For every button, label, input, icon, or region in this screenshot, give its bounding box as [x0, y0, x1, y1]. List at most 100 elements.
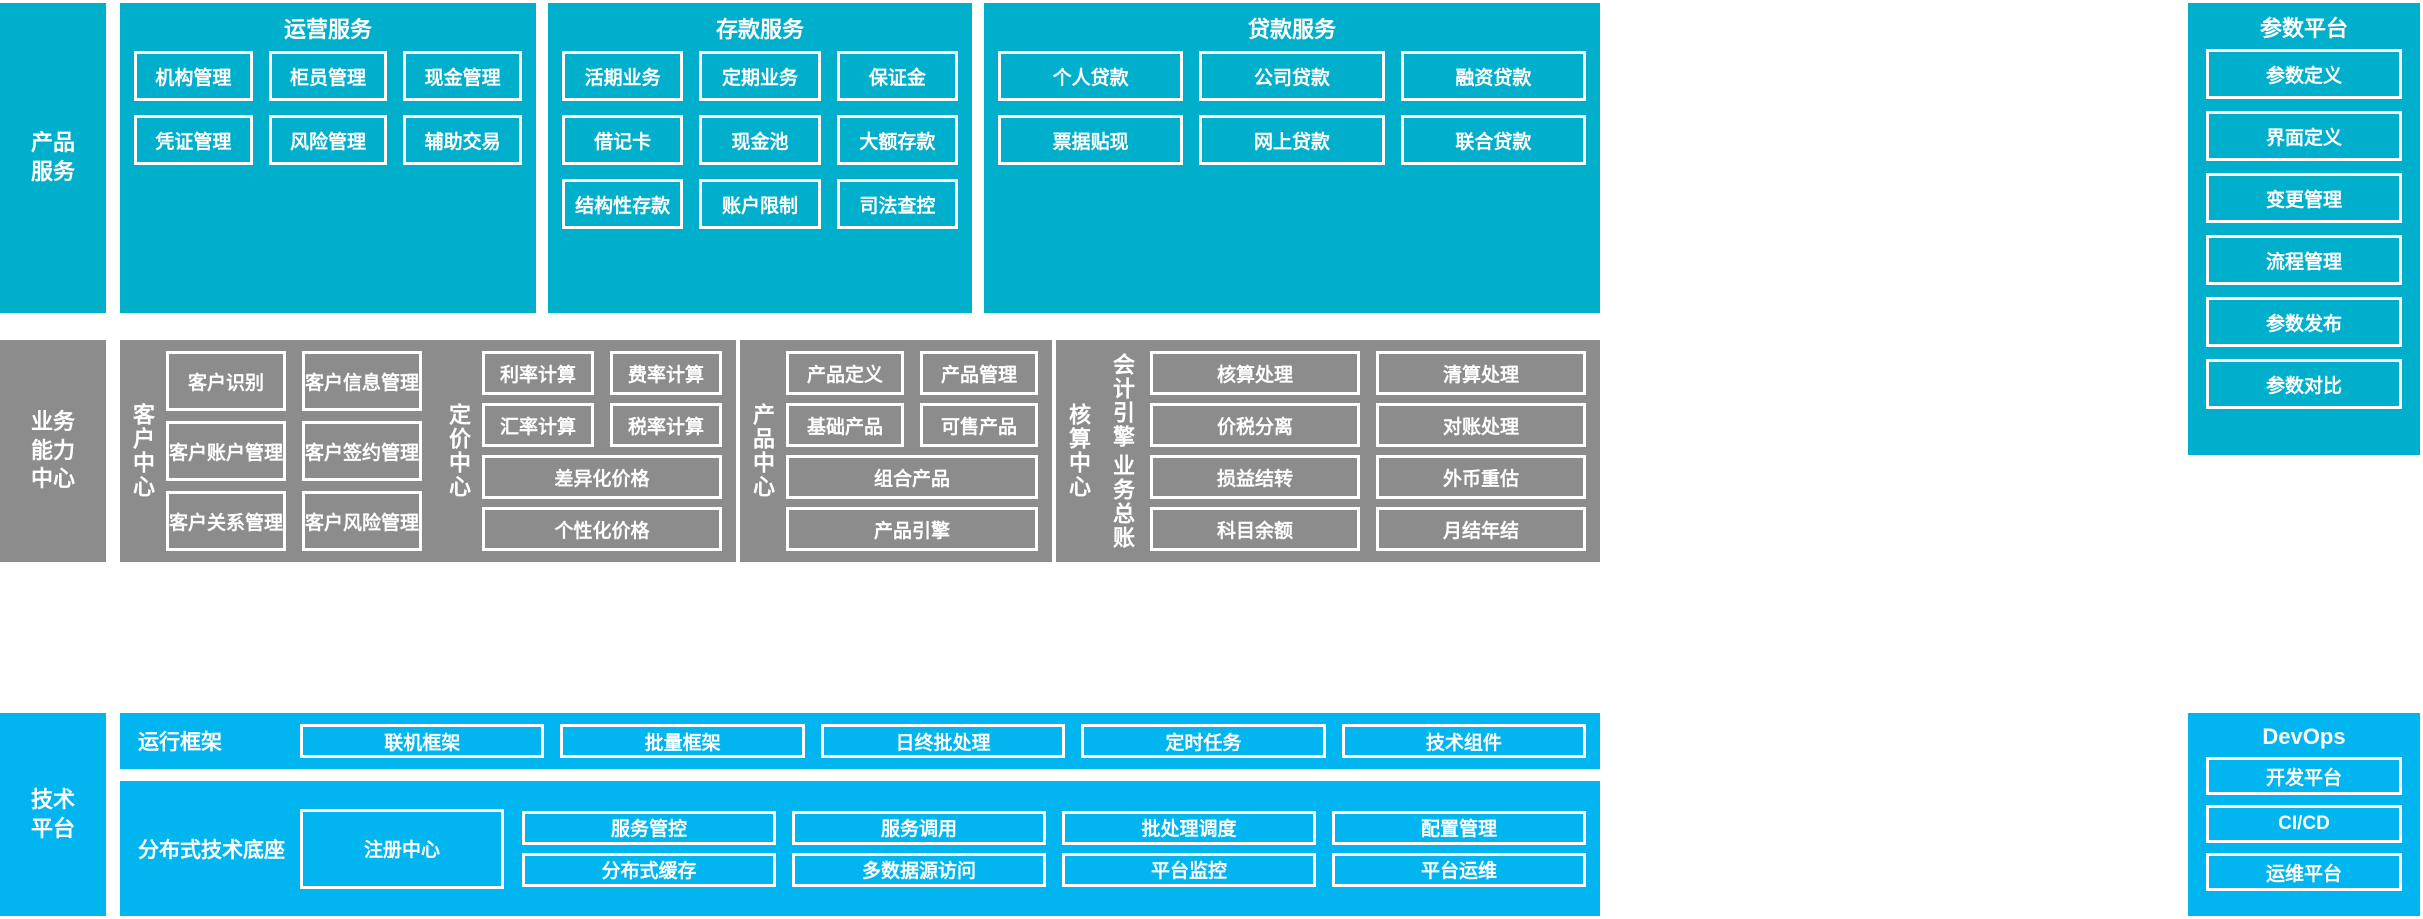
tech-card[interactable]: 技术组件 [1341, 724, 1587, 758]
strip-cells-runtime-framework: 联机框架 批量框架 日终批处理 定时任务 技术组件 [300, 724, 1600, 758]
tech-card[interactable]: 批量框架 [560, 724, 805, 758]
capability-card[interactable]: 费率计算 [610, 351, 722, 395]
band-label-line-2: 服务 [30, 159, 75, 184]
service-card[interactable]: 现金管理 [403, 51, 522, 101]
capability-card[interactable]: 个性化价格 [482, 507, 722, 551]
capability-card[interactable]: 客户签约管理 [302, 421, 423, 481]
tech-card[interactable]: 批处理调度 [1062, 810, 1316, 845]
param-card[interactable]: 变更管理 [2206, 173, 2402, 223]
service-card[interactable]: 结构性存款 [562, 179, 684, 229]
tech-card[interactable]: 服务调用 [792, 810, 1046, 845]
param-card[interactable]: 流程管理 [2206, 235, 2402, 285]
service-card[interactable]: 机构管理 [134, 51, 253, 101]
devops-card[interactable]: 开发平台 [2206, 757, 2402, 795]
service-card[interactable]: 票据贴现 [998, 115, 1184, 165]
param-card[interactable]: 参数对比 [2206, 359, 2402, 409]
service-card[interactable]: 辅助交易 [403, 115, 522, 165]
service-card[interactable]: 大额存款 [836, 115, 958, 165]
capability-card[interactable]: 利率计算 [482, 351, 594, 395]
capability-row: 利率计算 费率计算 [482, 351, 722, 395]
tech-card[interactable]: 日终批处理 [820, 724, 1066, 758]
capability-card[interactable]: 损益结转 [1150, 455, 1360, 499]
service-card[interactable]: 现金池 [699, 115, 821, 165]
capability-card[interactable]: 客户信息管理 [302, 351, 423, 411]
tech-card[interactable]: 服务管控 [522, 810, 776, 845]
param-card[interactable]: 界面定义 [2206, 111, 2402, 161]
service-card[interactable]: 公司贷款 [1199, 51, 1385, 101]
service-card[interactable]: 联合贷款 [1400, 115, 1586, 165]
service-card[interactable]: 司法查控 [836, 179, 958, 229]
service-card[interactable]: 风险管理 [268, 115, 388, 165]
group-operations-services: 运营服务 机构管理 柜员管理 现金管理 凭证管理 风险管理 辅助交易 [120, 3, 536, 313]
capability-card[interactable]: 组合产品 [786, 455, 1038, 499]
band-business-capability: 业务 能力 中心 客户中心 客户识别 客户信息管理 客户账户管理 客户签约管理 … [0, 340, 2423, 562]
tech-card[interactable]: 分布式缓存 [522, 852, 776, 887]
service-card[interactable]: 融资贷款 [1400, 51, 1586, 101]
service-card[interactable]: 定期业务 [699, 51, 821, 101]
service-card[interactable]: 网上贷款 [1199, 115, 1385, 165]
group-inner-pricing-center: 利率计算 费率计算 汇率计算 税率计算 差异化价格 个性化价格 [480, 340, 736, 562]
capability-row: 客户识别 客户信息管理 [166, 351, 423, 411]
devops-card[interactable]: CI/CD [2206, 805, 2402, 843]
capability-card[interactable]: 月结年结 [1376, 507, 1586, 551]
capability-card[interactable]: 对账处理 [1376, 403, 1586, 447]
capability-row: 价税分离 对账处理 [1150, 403, 1586, 447]
band-label-line-2: 平台 [30, 815, 75, 841]
capability-card[interactable]: 基础产品 [786, 403, 904, 447]
panel-title-parameter-platform: 参数平台 [2259, 16, 2348, 41]
service-card[interactable]: 活期业务 [562, 51, 684, 101]
panel-title-devops: DevOps [2262, 724, 2346, 749]
band-label-product-services: 产品 服务 [0, 3, 106, 313]
capability-card[interactable]: 客户账户管理 [166, 421, 287, 481]
group-title-operations-services: 运营服务 [283, 17, 372, 42]
capability-card[interactable]: 外币重估 [1376, 455, 1586, 499]
service-card[interactable]: 个人贷款 [998, 51, 1184, 101]
group-inner-accounting-center: 核算处理 清算处理 价税分离 对账处理 损益结转 外币重估 科目余额 月结年结 [1148, 340, 1600, 562]
tech-card[interactable]: 平台运维 [1332, 852, 1586, 887]
tech-card-register-center[interactable]: 注册中心 [300, 808, 504, 889]
group-product-center: 产品中心 产品定义 产品管理 基础产品 可售产品 组合产品 产品引擎 [740, 340, 1052, 562]
panel-devops: DevOps 开发平台 CI/CD 运维平台 [2188, 713, 2420, 916]
capability-card[interactable]: 客户识别 [166, 351, 287, 411]
capability-card[interactable]: 产品管理 [920, 351, 1038, 395]
devops-card[interactable]: 运维平台 [2206, 853, 2402, 891]
capability-row: 产品引擎 [786, 507, 1038, 551]
tech-card[interactable]: 联机框架 [300, 724, 545, 758]
service-card[interactable]: 保证金 [836, 51, 958, 101]
capability-card[interactable]: 清算处理 [1376, 351, 1586, 395]
param-card[interactable]: 参数定义 [2206, 49, 2402, 99]
capability-card[interactable]: 差异化价格 [482, 455, 722, 499]
capability-card[interactable]: 税率计算 [610, 403, 722, 447]
tech-card[interactable]: 多数据源访问 [792, 852, 1046, 887]
service-card[interactable]: 账户限制 [699, 179, 821, 229]
tech-card[interactable]: 配置管理 [1332, 810, 1586, 845]
service-card[interactable]: 凭证管理 [134, 115, 253, 165]
param-card[interactable]: 参数发布 [2206, 297, 2402, 347]
tech-card[interactable]: 定时任务 [1081, 724, 1326, 758]
group-grid-operations-services: 机构管理 柜员管理 现金管理 凭证管理 风险管理 辅助交易 [120, 51, 536, 165]
capability-card[interactable]: 科目余额 [1150, 507, 1360, 551]
tech-row: 分布式缓存 多数据源访问 平台监控 平台运维 [522, 852, 1586, 887]
group-inner-product-center: 产品定义 产品管理 基础产品 可售产品 组合产品 产品引擎 [784, 340, 1052, 562]
capability-card[interactable]: 价税分离 [1150, 403, 1360, 447]
panel-items-parameter-platform: 参数定义 界面定义 变更管理 流程管理 参数发布 参数对比 [2206, 49, 2402, 409]
capability-card[interactable]: 产品引擎 [786, 507, 1038, 551]
tech-row: 服务管控 服务调用 批处理调度 配置管理 [522, 810, 1586, 845]
capability-card[interactable]: 核算处理 [1150, 351, 1360, 395]
capability-card[interactable]: 产品定义 [786, 351, 904, 395]
capability-card[interactable]: 客户风险管理 [302, 491, 423, 551]
tech-card[interactable]: 平台监控 [1062, 852, 1316, 887]
capability-card[interactable]: 客户关系管理 [166, 491, 287, 551]
band-label-line-2: 能力 [30, 437, 75, 463]
capability-card[interactable]: 汇率计算 [482, 403, 594, 447]
accounting-sub-labels: 会计引擎 业务总账 [1100, 340, 1148, 562]
strip-label-distributed-base: 分布式技术底座 [138, 838, 285, 862]
service-card[interactable]: 借记卡 [562, 115, 684, 165]
capability-card[interactable]: 可售产品 [920, 403, 1038, 447]
strip-distributed-base: 分布式技术底座 注册中心 服务管控 服务调用 批处理调度 配置管理 分布式缓存 … [120, 781, 1600, 916]
capability-row: 客户账户管理 客户签约管理 [166, 421, 423, 481]
group-title-deposit-services: 存款服务 [715, 17, 804, 42]
group-vlabel-customer-center: 客户中心 [130, 403, 155, 499]
service-card[interactable]: 柜员管理 [268, 51, 388, 101]
panel-parameter-platform: 参数平台 参数定义 界面定义 变更管理 流程管理 参数发布 参数对比 [2188, 3, 2420, 455]
